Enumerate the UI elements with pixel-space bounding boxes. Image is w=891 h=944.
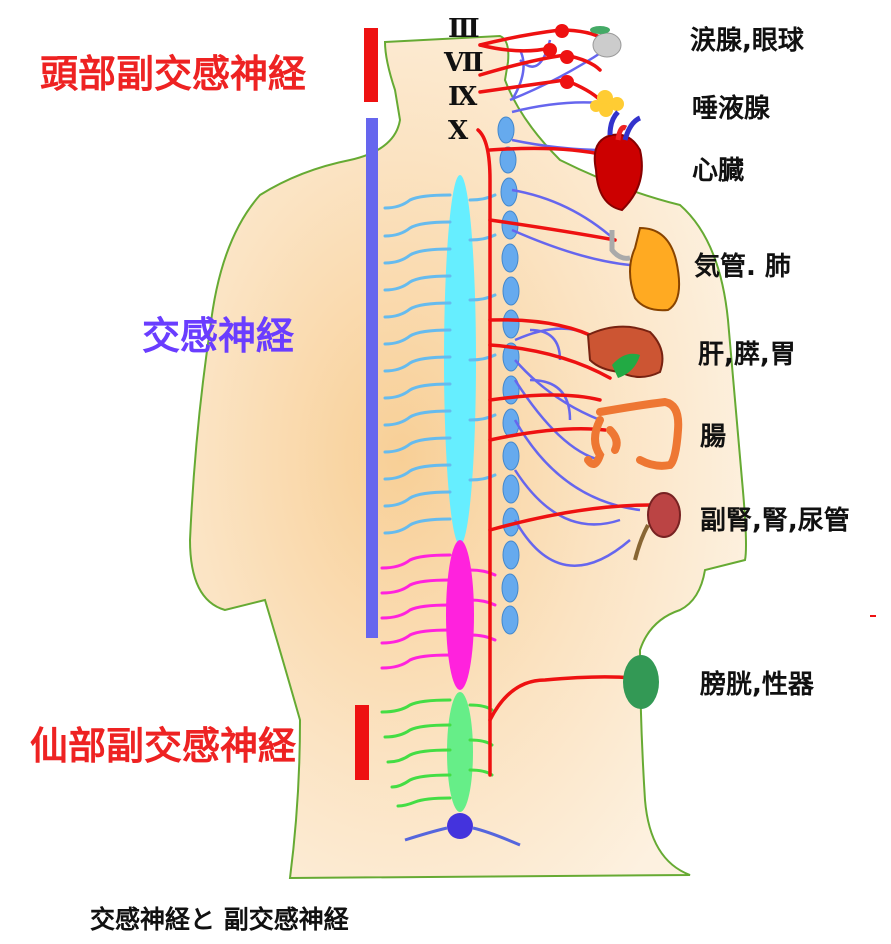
organ-label-lung: 気管. 肺 <box>694 254 791 280</box>
bladder-organ <box>623 655 659 709</box>
organ-label-kidney: 副腎,腎,尿管 <box>700 508 850 534</box>
stray-mark <box>870 615 876 617</box>
cranial-nerve-3-label: Ⅲ <box>448 16 480 42</box>
cranial-nerve-10-label: Ⅹ <box>448 118 468 144</box>
organ-label-heart: 心臓 <box>692 158 744 184</box>
organ-label-lacrimal: 涙腺,眼球 <box>690 28 804 54</box>
sympathetic-label: 交感神経 <box>142 317 294 355</box>
diagram-caption: 交感神経と 副交感神経 <box>90 900 349 936</box>
cranial-parasympathetic-label: 頭部副交感神経 <box>40 55 306 93</box>
organ-label-liver: 肝,膵,胃 <box>698 342 796 368</box>
lumbar-ganglion-chain <box>446 540 474 690</box>
organ-label-salivary: 唾液腺 <box>692 96 770 122</box>
lacrimal-gland-organ <box>590 26 610 34</box>
sacral-ganglion-chain <box>447 692 473 812</box>
heart-organ <box>595 112 642 210</box>
cranial-bar <box>364 28 378 102</box>
eyeball-organ <box>593 33 621 57</box>
cranial-nerve-7-label: Ⅶ <box>444 50 484 76</box>
sympathetic-bar <box>366 118 378 638</box>
organ-label-intestine: 腸 <box>700 424 726 450</box>
sacral-parasympathetic-label: 仙部副交感神経 <box>30 727 296 765</box>
organ-label-bladder: 膀胱,性器 <box>700 672 814 698</box>
cranial-nerve-9-label: Ⅸ <box>448 84 477 110</box>
sacral-bar <box>355 705 369 780</box>
coccygeal-ganglion <box>447 813 473 839</box>
